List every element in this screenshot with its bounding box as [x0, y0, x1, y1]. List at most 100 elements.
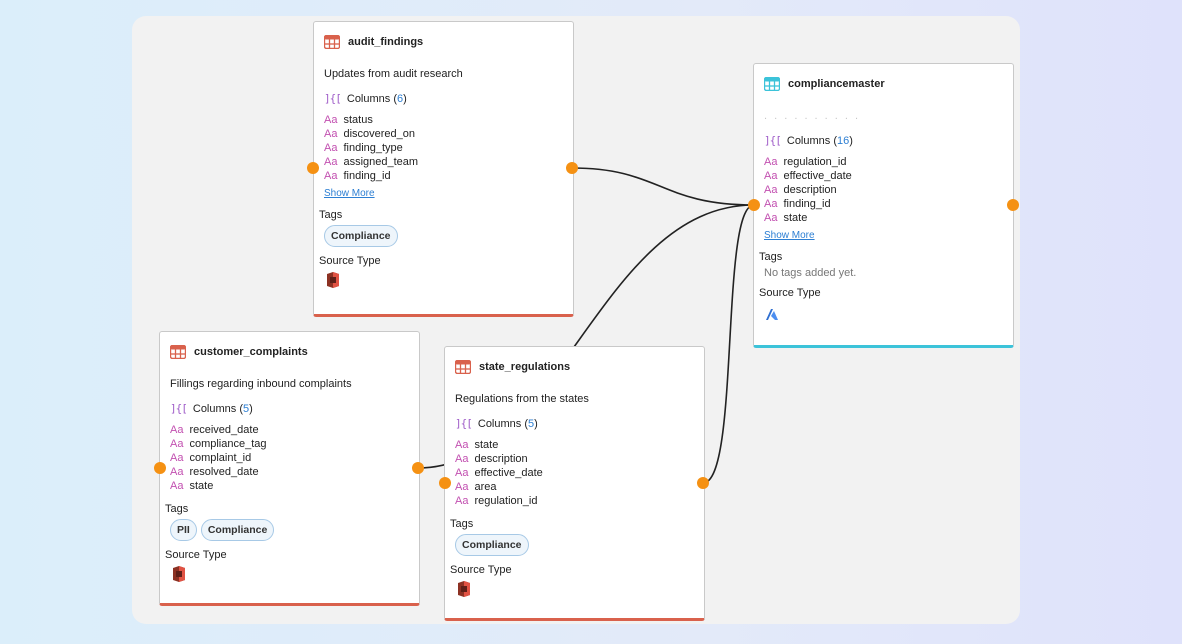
columns-icon: ]{[ — [455, 417, 473, 430]
show-more-link[interactable]: Show More — [764, 230, 815, 241]
tag-compliance[interactable]: Compliance — [455, 534, 529, 556]
card-description: Updates from audit research — [324, 68, 463, 80]
text-type-icon: Aa — [764, 212, 778, 224]
column-name: finding_type — [343, 142, 403, 154]
source-type-label: Source Type — [319, 255, 381, 267]
card-title[interactable]: audit_findings — [348, 36, 424, 48]
handle-compliancemaster-right[interactable] — [1007, 199, 1019, 211]
table-icon — [455, 360, 471, 374]
columns-icon: ]{[ — [170, 402, 188, 415]
columns-close: ) — [403, 92, 407, 105]
show-more-link[interactable]: Show More — [324, 188, 375, 199]
text-type-icon: Aa — [764, 156, 778, 168]
text-type-icon: Aa — [170, 452, 184, 464]
columns-header[interactable]: ]{[ Columns (6) — [314, 92, 573, 105]
card-description: . . . . . . . . . . — [764, 110, 861, 122]
text-type-icon: Aa — [764, 170, 778, 182]
aws-s3-icon — [173, 566, 185, 582]
columns-label: Columns ( — [786, 134, 837, 147]
column-name: finding_id — [783, 198, 831, 210]
tag-pii[interactable]: PII — [170, 519, 197, 541]
column-item: Aa finding_id — [324, 169, 563, 183]
column-name: resolved_date — [189, 466, 259, 478]
text-type-icon: Aa — [455, 453, 469, 465]
handle-compliancemaster-left[interactable] — [748, 199, 760, 211]
columns-header[interactable]: ]{[ Columns (5) — [445, 417, 704, 430]
handle-audit-findings-left[interactable] — [307, 162, 319, 174]
card-state-regulations[interactable]: state_regulations Regulations from the s… — [444, 346, 705, 621]
column-name: compliance_tag — [189, 438, 267, 450]
text-type-icon: Aa — [455, 495, 469, 507]
tags-label: Tags — [759, 251, 783, 263]
column-name: received_date — [189, 424, 259, 436]
text-type-icon: Aa — [324, 114, 338, 126]
column-name: state — [189, 480, 214, 492]
handle-customer-complaints-left[interactable] — [154, 462, 166, 474]
source-type-label: Source Type — [450, 564, 512, 576]
aws-s3-icon — [327, 272, 339, 288]
tag-compliance[interactable]: Compliance — [324, 225, 398, 247]
columns-count: 16 — [837, 134, 850, 147]
text-type-icon: Aa — [455, 481, 469, 493]
card-title[interactable]: compliancemaster — [788, 78, 885, 90]
columns-icon: ]{[ — [764, 134, 782, 147]
columns-header[interactable]: ]{[ Columns (5) — [160, 402, 419, 415]
columns-count: 5 — [243, 402, 250, 415]
table-icon — [324, 35, 340, 49]
card-header: customer_complaints — [160, 332, 419, 372]
handle-audit-findings-right[interactable] — [566, 162, 578, 174]
source-type-label: Source Type — [165, 549, 227, 561]
columns-label: Columns ( — [346, 92, 397, 105]
text-type-icon: Aa — [324, 170, 338, 182]
columns-label: Columns ( — [192, 402, 243, 415]
columns-close: ) — [534, 417, 538, 430]
text-type-icon: Aa — [324, 128, 338, 140]
column-name: complaint_id — [189, 452, 252, 464]
columns-header[interactable]: ]{[ Columns (16) — [754, 134, 1013, 147]
text-type-icon: Aa — [170, 424, 184, 436]
text-type-icon: Aa — [764, 184, 778, 196]
column-name: description — [783, 184, 837, 196]
handle-state-regulations-right[interactable] — [697, 477, 709, 489]
tag-list: Compliance — [314, 225, 573, 247]
text-type-icon: Aa — [455, 467, 469, 479]
card-audit-findings[interactable]: audit_findings Updates from audit resear… — [313, 21, 574, 317]
card-title[interactable]: customer_complaints — [194, 346, 308, 358]
card-customer-complaints[interactable]: customer_complaints Fillings regarding i… — [159, 331, 420, 606]
tag-list: PII Compliance — [160, 519, 419, 541]
column-item: Aa received_date — [170, 423, 409, 437]
aws-s3-icon — [458, 581, 470, 597]
text-type-icon: Aa — [170, 480, 184, 492]
card-header: audit_findings — [314, 22, 573, 62]
card-title[interactable]: state_regulations — [479, 361, 571, 373]
handle-state-regulations-left[interactable] — [439, 477, 451, 489]
text-type-icon: Aa — [324, 142, 338, 154]
columns-label: Columns ( — [477, 417, 528, 430]
handle-customer-complaints-right[interactable] — [412, 462, 424, 474]
column-item: Aa finding_id — [764, 197, 1003, 211]
column-item: Aa finding_type — [324, 141, 563, 155]
column-name: area — [474, 481, 497, 493]
column-name: finding_id — [343, 170, 391, 182]
card-compliancemaster[interactable]: compliancemaster . . . . . . . . . . ]{[… — [753, 63, 1014, 348]
columns-icon: ]{[ — [324, 92, 342, 105]
tags-label: Tags — [319, 209, 343, 221]
table-icon — [170, 345, 186, 359]
tag-compliance[interactable]: Compliance — [200, 519, 275, 541]
column-name: state — [783, 212, 808, 224]
column-name: regulation_id — [474, 495, 538, 507]
text-type-icon: Aa — [764, 198, 778, 210]
column-name: state — [474, 439, 499, 451]
tag-list: Compliance — [445, 534, 704, 556]
card-header: compliancemaster — [754, 64, 1013, 104]
column-name: description — [474, 453, 528, 465]
